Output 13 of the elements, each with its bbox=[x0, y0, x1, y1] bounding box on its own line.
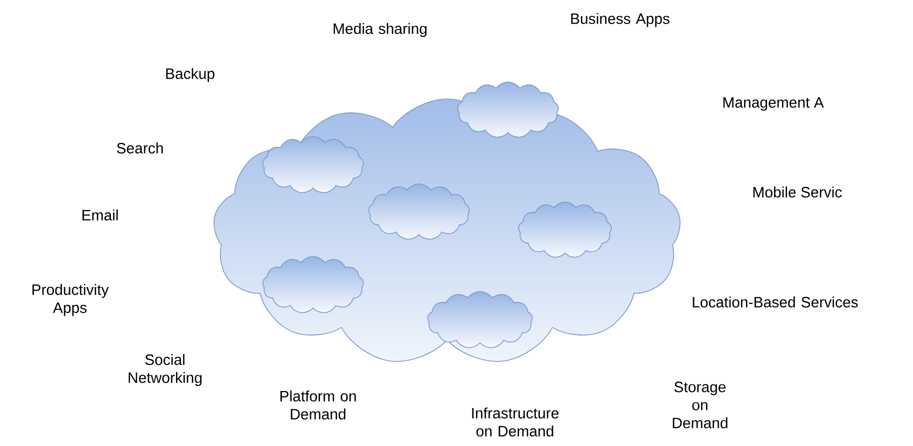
label: Media sharing bbox=[334, 23, 427, 37]
label: Social Networking bbox=[128, 354, 202, 386]
label: Mobile Servic bbox=[753, 186, 842, 198]
label: Infrastructure on Demand bbox=[472, 407, 559, 436]
label: Search bbox=[116, 142, 163, 154]
label: Productivity Apps bbox=[32, 284, 109, 316]
label: Platform on Demand bbox=[280, 390, 356, 420]
label: Backup bbox=[166, 68, 214, 82]
label: Location-Based Services bbox=[692, 296, 858, 308]
label: Email bbox=[82, 209, 118, 220]
label: Storage on Demand bbox=[672, 382, 728, 428]
label: Business Apps bbox=[571, 13, 670, 27]
label: Management A bbox=[723, 97, 824, 111]
